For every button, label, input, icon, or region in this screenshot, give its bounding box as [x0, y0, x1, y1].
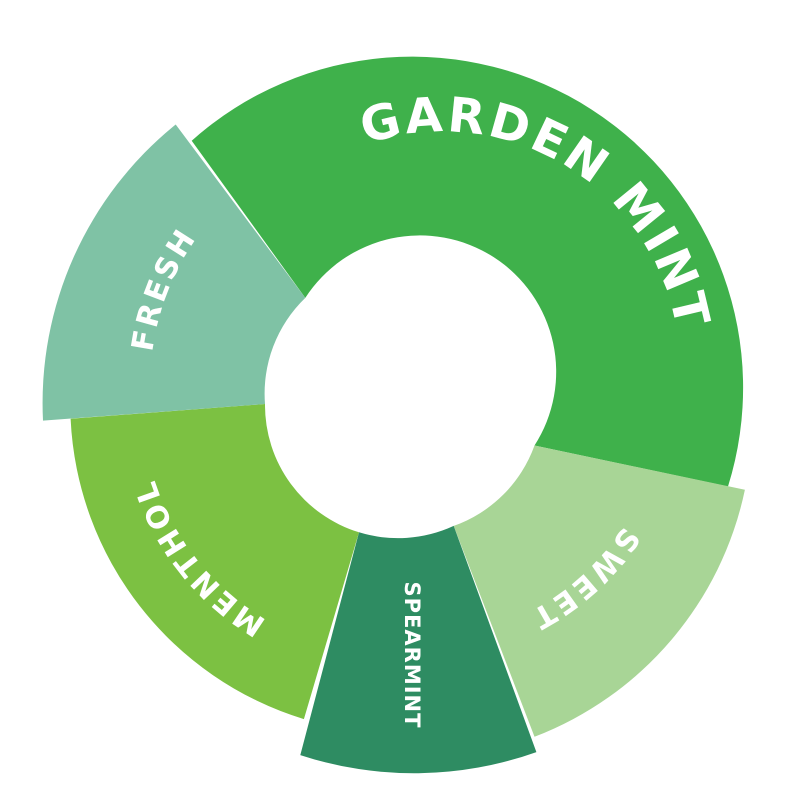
center-hole	[265, 266, 531, 532]
segment-sweet	[453, 445, 745, 737]
segment-label-spearmint: SPEARMINT	[400, 582, 424, 729]
segment-fresh	[42, 124, 306, 421]
segment-menthol	[70, 404, 359, 720]
segment-garden-mint	[191, 56, 744, 487]
segment-spearmint	[300, 525, 537, 774]
